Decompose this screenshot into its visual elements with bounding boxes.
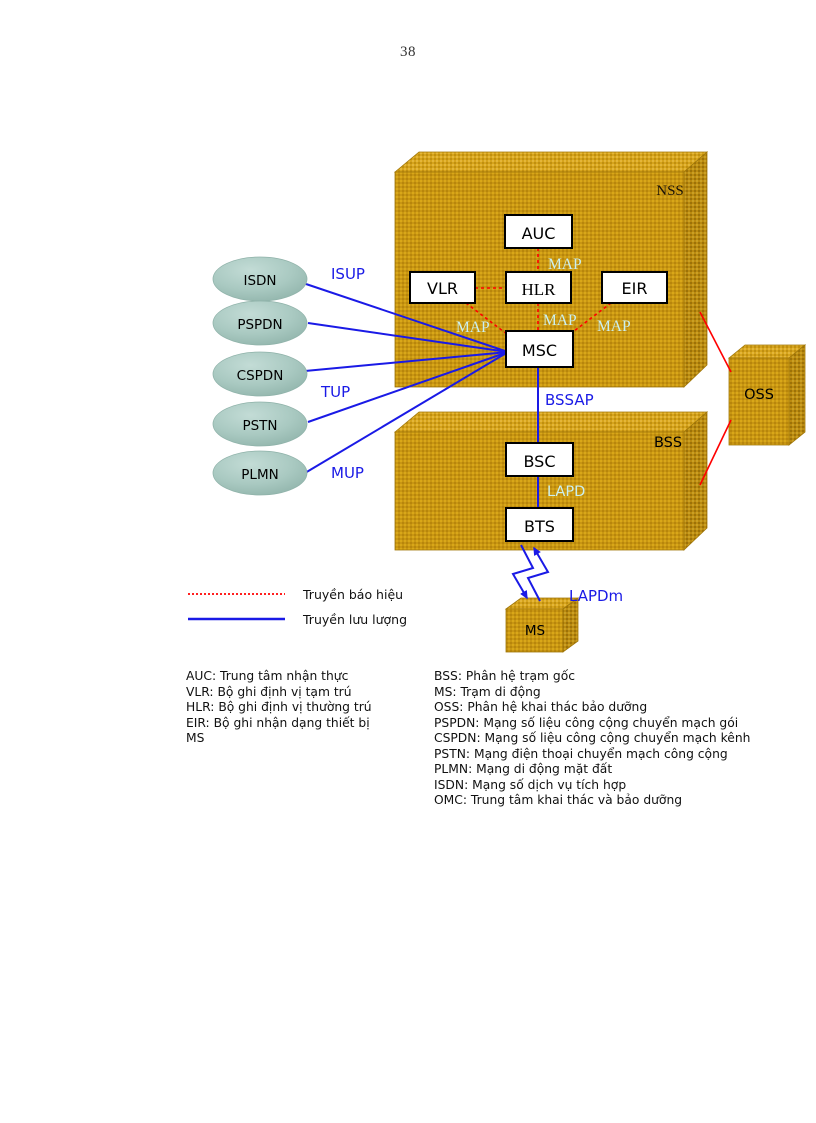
- oss-block-side-face: [788, 344, 806, 446]
- nss-block-side-face: [683, 151, 708, 388]
- nss-block-top-face: [393, 151, 709, 173]
- network-node-pstn[interactable]: PSTN: [212, 401, 308, 447]
- node-vlr[interactable]: VLR: [409, 271, 476, 304]
- node-bsc[interactable]: BSC: [505, 442, 574, 477]
- oss-block[interactable]: OSS: [727, 344, 807, 446]
- abbrev-item: PSTN: Mạng điện thoại chuyển mạch công c…: [434, 746, 728, 761]
- abbrev-item: PSPDN: Mạng số liệu công cộng chuyển mạc…: [434, 715, 739, 730]
- abbrev-item: BSS: Phân hệ trạm gốc: [434, 669, 575, 683]
- nss-block-label: NSS: [656, 183, 684, 199]
- oss-block-label: OSS: [744, 387, 774, 403]
- interface-labels: ISUP TUP MUP BSSAP LAPD LAPDm MAP MAP MA…: [320, 256, 631, 605]
- bssap-label: BSSAP: [545, 391, 594, 409]
- plmn-label: PLMN: [241, 467, 278, 483]
- legend-traffic-label: Truyền lưu lượng: [303, 612, 408, 627]
- node-auc[interactable]: AUC: [504, 214, 573, 249]
- abbrev-item: MS: Trạm di động: [434, 684, 541, 699]
- oss-signalling-links: [699, 311, 732, 486]
- network-node-cspdn[interactable]: CSPDN: [212, 351, 308, 397]
- cspdn-ellipse: [212, 351, 308, 397]
- legend-line-samples: [188, 593, 285, 621]
- hlr-label: HLR: [522, 280, 557, 299]
- abbreviations-left-column: AUC: Trung tâm nhận thực VLR: Bộ ghi địn…: [186, 669, 372, 747]
- lapdm-label: LAPDm: [569, 587, 623, 605]
- bts-box: [505, 507, 574, 542]
- link-bts-ms-lapdm: [511, 544, 550, 602]
- network-node-plmn[interactable]: PLMN: [212, 450, 308, 496]
- abbrev-item: PLMN: Mạng di động mặt đất: [434, 762, 613, 776]
- node-hlr[interactable]: HLR: [505, 271, 572, 304]
- map-vlr-msc-label: MAP: [456, 319, 490, 336]
- page-number: 38: [400, 44, 416, 60]
- abbrev-item: ISDN: Mạng số dịch vụ tích hợp: [434, 777, 627, 792]
- abbrev-item: OMC: Trung tâm khai thác và bảo dưỡng: [434, 793, 683, 807]
- link-nss-oss: [699, 311, 732, 373]
- map-auc-hlr-label: MAP: [548, 256, 582, 273]
- link-plmn-msc: [304, 351, 509, 474]
- network-element-boxes[interactable]: AUC VLR HLR EIR MSC: [409, 214, 668, 542]
- pspdn-label: PSPDN: [237, 317, 282, 333]
- link-isdn-msc: [302, 282, 509, 353]
- legend-signalling-label: Truyền báo hiệu: [303, 587, 404, 602]
- abbrev-item: VLR: Bộ ghi định vị tạm trú: [186, 684, 352, 699]
- ms-block[interactable]: MS: [504, 597, 580, 653]
- hlr-box: [505, 271, 572, 304]
- oss-block-front-face: [728, 357, 790, 446]
- abbrev-item: EIR: Bộ ghi nhận dạng thiết bị: [186, 715, 370, 730]
- node-eir[interactable]: EIR: [601, 271, 668, 304]
- plmn-ellipse: [212, 450, 308, 496]
- msc-box: [505, 330, 574, 368]
- bts-label: BTS: [524, 517, 555, 536]
- eir-box: [601, 271, 668, 304]
- abbreviations-right-column: BSS: Phân hệ trạm gốc MS: Trạm di động O…: [434, 669, 750, 809]
- lapd-label: LAPD: [547, 484, 585, 500]
- link-pspdn-msc: [307, 322, 509, 353]
- node-bts[interactable]: BTS: [505, 507, 574, 542]
- abbrev-item: MS: [186, 731, 205, 745]
- network-node-isdn[interactable]: ISDN: [212, 256, 308, 302]
- tup-label: TUP: [320, 383, 350, 401]
- auc-box: [504, 214, 573, 249]
- external-network-ellipses[interactable]: ISDN PSPDN CSPDN PSTN PLMN: [212, 256, 308, 496]
- isup-label: ISUP: [331, 265, 365, 283]
- auc-label: AUC: [522, 224, 556, 243]
- bss-block-top-face: [393, 411, 709, 433]
- abbrev-item: AUC: Trung tâm nhận thực: [186, 669, 349, 683]
- mup-label: MUP: [331, 464, 364, 482]
- isdn-label: ISDN: [243, 273, 276, 289]
- node-msc[interactable]: MSC: [505, 330, 574, 368]
- network-node-pspdn[interactable]: PSPDN: [212, 300, 308, 346]
- pstn-label: PSTN: [242, 418, 277, 434]
- bss-block-label: BSS: [654, 435, 682, 451]
- lapdm-arrow-down: [511, 544, 535, 600]
- msc-label: MSC: [522, 341, 557, 360]
- eir-label: EIR: [622, 279, 648, 298]
- link-pstn-msc: [307, 351, 509, 423]
- map-eir-msc-label: MAP: [597, 318, 631, 335]
- map-hlr-msc-label: MAP: [543, 312, 577, 329]
- ms-block-label: MS: [525, 623, 545, 639]
- bsc-box: [505, 442, 574, 477]
- cspdn-label: CSPDN: [237, 368, 284, 384]
- bsc-label: BSC: [523, 452, 555, 471]
- lapdm-arrow-up: [526, 546, 550, 602]
- pstn-ellipse: [212, 401, 308, 447]
- link-bss-oss: [699, 419, 732, 486]
- pspdn-ellipse: [212, 300, 308, 346]
- abbrev-item: CSPDN: Mạng số liệu công cộng chuyển mạc…: [434, 731, 751, 745]
- bss-block-side-face: [683, 411, 708, 551]
- ms-block-front-face: [505, 608, 564, 653]
- abbrev-item: OSS: Phân hệ khai thác bảo dưỡng: [434, 700, 648, 714]
- traffic-links: [302, 282, 509, 474]
- abbrev-item: HLR: Bộ ghi định vị thường trú: [186, 700, 372, 714]
- vlr-label: VLR: [427, 279, 458, 298]
- vlr-box: [409, 271, 476, 304]
- link-cspdn-msc: [304, 351, 509, 372]
